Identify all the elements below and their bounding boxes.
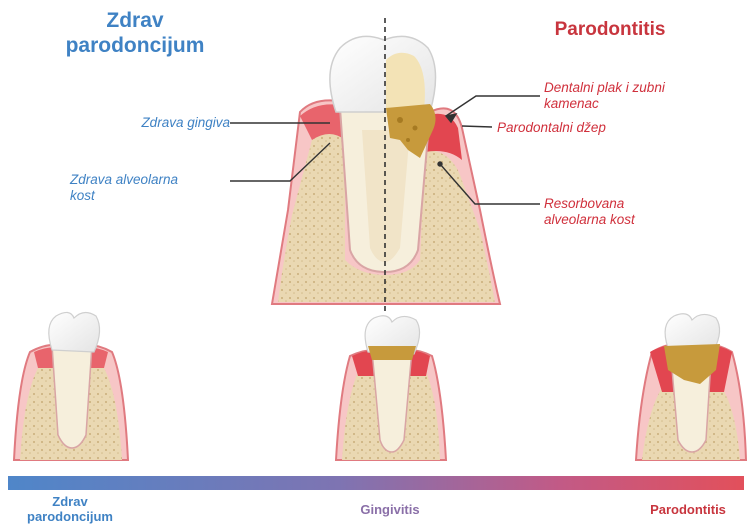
scale-label-healthy: Zdrav parodoncijum [10,494,130,524]
severity-gradient-bar [8,476,744,490]
label-plaque: Dentalni plak i zubni kamenac [544,80,744,112]
small-tooth-periodontitis [636,314,746,460]
title-periodontitis: Parodontitis [520,18,700,42]
scale-label-gingivitis: Gingivitis [330,502,450,517]
label-healthy-gum: Zdrava gingiva [100,115,230,131]
title-healthy: Zdrav parodoncijum [60,8,210,58]
label-healthy-bone: Zdrava alveolarna kost [70,172,230,204]
label-resorbed-bone: Resorbovana alveolarna kost [544,196,704,228]
scale-label-periodontitis: Parodontitis [628,502,748,517]
small-tooth-healthy [14,312,128,460]
small-tooth-gingivitis [336,316,446,460]
label-pocket: Parodontalni džep [497,120,677,136]
